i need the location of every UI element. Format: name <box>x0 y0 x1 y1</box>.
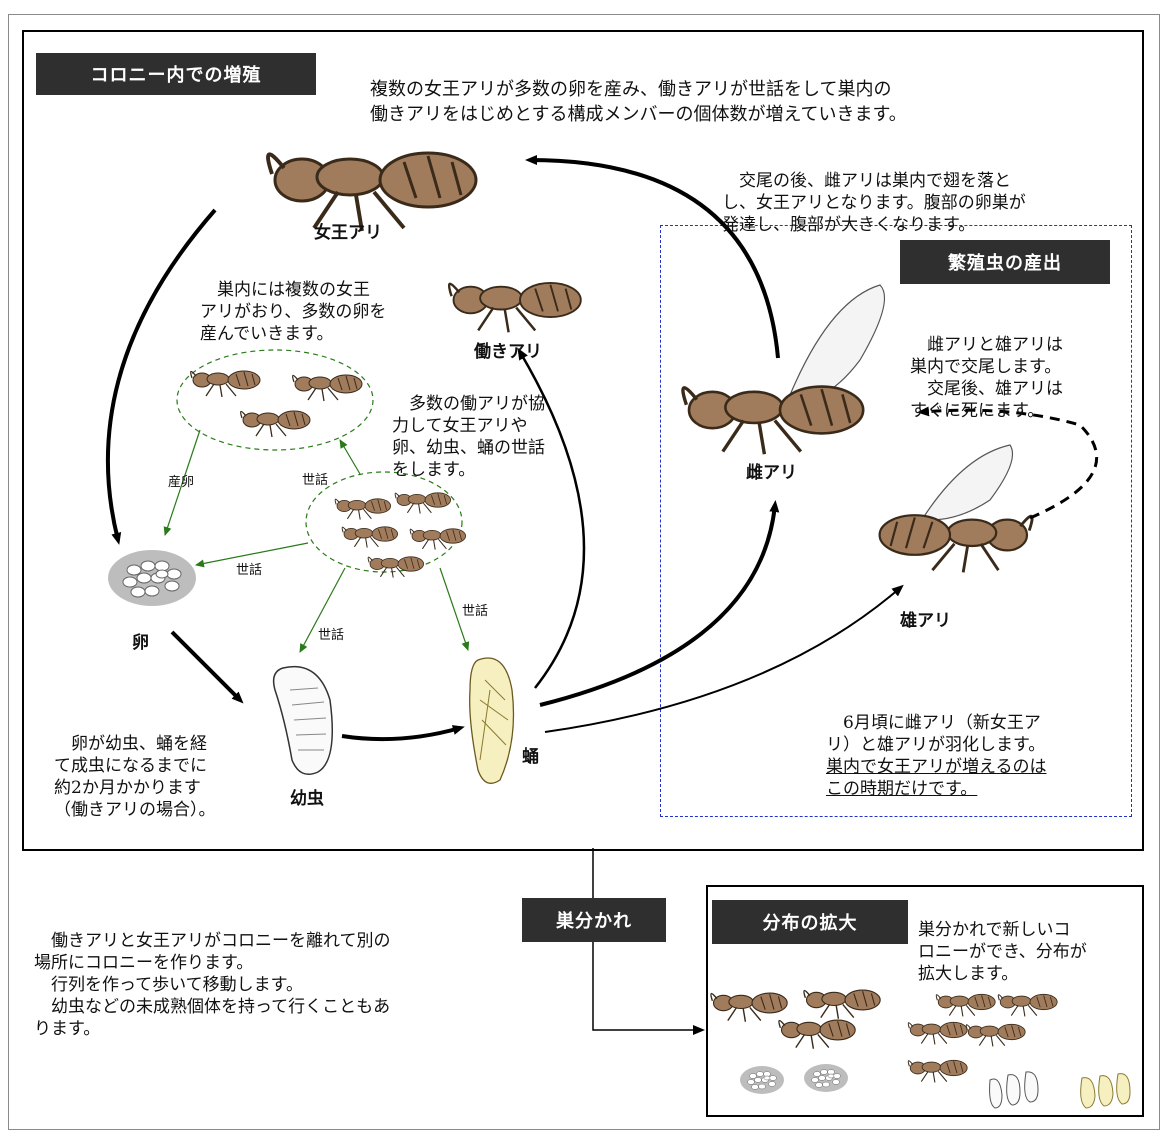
development-note: 卵が幼虫、蛹を経て成虫になるまでに約2か月かかります（働きアリの場合）。 <box>54 711 216 821</box>
care-label-1: 世話 <box>302 473 329 488</box>
budding-note-line: 幼虫などの未成熟個体を持って行くこともあ <box>34 997 391 1017</box>
reproductive-region <box>660 225 1132 817</box>
larva-label: 幼虫 <box>290 789 324 809</box>
development-note-line: （働きアリの場合）。 <box>54 800 216 820</box>
lay-eggs-label: 産卵 <box>168 475 195 490</box>
budding-note-line: 行列を作って歩いて移動します。 <box>34 975 303 995</box>
spread-note: 巣分かれで新しいコロニーができ、分布が拡大します。 <box>918 897 1087 985</box>
worker-note-line: 力して女王アリや <box>392 416 528 436</box>
mating-note-line: すぐに死にます。 <box>910 401 1045 421</box>
worker-note-line: 多数の働アリが協 <box>392 394 545 414</box>
budding-title: 巣分かれ <box>522 898 666 942</box>
reproductive-title: 繁殖虫の産出 <box>900 240 1110 284</box>
mating-note-line: 雌アリと雄アリは <box>910 335 1063 355</box>
worker-label: 働きアリ <box>474 342 542 362</box>
worker-ant-illustration <box>447 281 583 334</box>
colony-box <box>22 30 1144 851</box>
queen-note-line: アリがおり、多数の卵を <box>200 302 387 322</box>
emergence-note: 6月頃に雌アリ（新女王アリ）と雄アリが羽化します。巣内で女王アリが増えるのはこの… <box>826 690 1047 800</box>
emergence-underline-line: 巣内で女王アリが増えるのは <box>826 757 1047 777</box>
colony-growth-title: コロニー内での増殖 <box>36 53 316 95</box>
mating-after-line: し、女王アリとなります。腹部の卵巣が <box>722 193 1026 213</box>
queen-note: 巣内には複数の女王アリがおり、多数の卵を産んでいきます。 <box>200 257 386 345</box>
mating-after-line: 交尾の後、雌アリは巣内で翅を落と <box>722 171 1011 191</box>
larva-illustration <box>272 666 333 775</box>
egg-label: 卵 <box>132 633 149 653</box>
spread-note-line: 拡大します。 <box>918 964 1019 984</box>
mating-note-line: 巣内で交尾します。 <box>910 357 1062 377</box>
spread-note-line: 巣分かれで新しいコ <box>918 920 1071 940</box>
development-note-line: 約2か月かかります <box>54 778 201 798</box>
pupa-label: 蛹 <box>522 747 539 767</box>
budding-note-line: ります。 <box>34 1019 101 1039</box>
female-label: 雌アリ <box>746 463 797 483</box>
development-note-line: て成虫になるまでに <box>54 756 207 776</box>
egg-cluster <box>107 549 197 607</box>
queen-note-line: 巣内には複数の女王 <box>200 280 370 300</box>
colony-growth-line-1: 複数の女王アリが多数の卵を産み、働きアリが世話をして巣内の <box>370 79 892 100</box>
budding-note-line: 場所にコロニーを作ります。 <box>34 953 254 973</box>
care-label-3: 世話 <box>318 628 345 643</box>
queen-label: 女王アリ <box>314 223 382 243</box>
budding-note: 働きアリと女王アリがコロニーを離れて別の場所にコロニーを作ります。 行列を作って… <box>34 908 391 1040</box>
pupa-illustration <box>469 657 515 784</box>
male-label: 雄アリ <box>900 611 951 631</box>
mating-note: 雌アリと雄アリは巣内で交尾します。 交尾後、雄アリはすぐに死にます。 <box>910 312 1063 422</box>
mating-note-line: 交尾後、雄アリは <box>910 379 1063 399</box>
emergence-line: リ）と雄アリが羽化します。 <box>826 735 1046 755</box>
queen-note-line: 産んでいきます。 <box>200 324 334 344</box>
female-ant-illustration <box>681 284 886 456</box>
spread-title: 分布の拡大 <box>712 900 908 944</box>
budding-note-line: 働きアリと女王アリがコロニーを離れて別の <box>34 931 391 951</box>
spread-box <box>706 885 1144 1117</box>
care-label-2: 世話 <box>236 563 263 578</box>
worker-note-line: をします。 <box>392 460 476 480</box>
emergence-underline-line: この時期だけです。 <box>826 779 978 799</box>
development-note-line: 卵が幼虫、蛹を経 <box>54 734 207 754</box>
colony-growth-line-2: 働きアリをはじめとする構成メンバーの個体数が増えていきます。 <box>370 104 907 125</box>
colony-growth-description: 複数の女王アリが多数の卵を産み、働きアリが世話をして巣内の 働きアリをはじめとす… <box>370 52 907 127</box>
worker-note-line: 卵、幼虫、蛹の世話 <box>392 438 545 458</box>
spread-note-line: ロニーができ、分布が <box>918 942 1087 962</box>
mating-after-note: 交尾の後、雌アリは巣内で翅を落とし、女王アリとなります。腹部の卵巣が発達し、腹部… <box>722 148 1026 236</box>
mating-after-line: 発達し、腹部が大きくなります。 <box>722 215 976 235</box>
worker-note: 多数の働アリが協力して女王アリや卵、幼虫、蛹の世話をします。 <box>392 371 545 481</box>
care-label-4: 世話 <box>462 604 489 619</box>
emergence-line: 6月頃に雌アリ（新女王ア <box>826 713 1041 733</box>
male-ant-illustration <box>878 444 1034 574</box>
